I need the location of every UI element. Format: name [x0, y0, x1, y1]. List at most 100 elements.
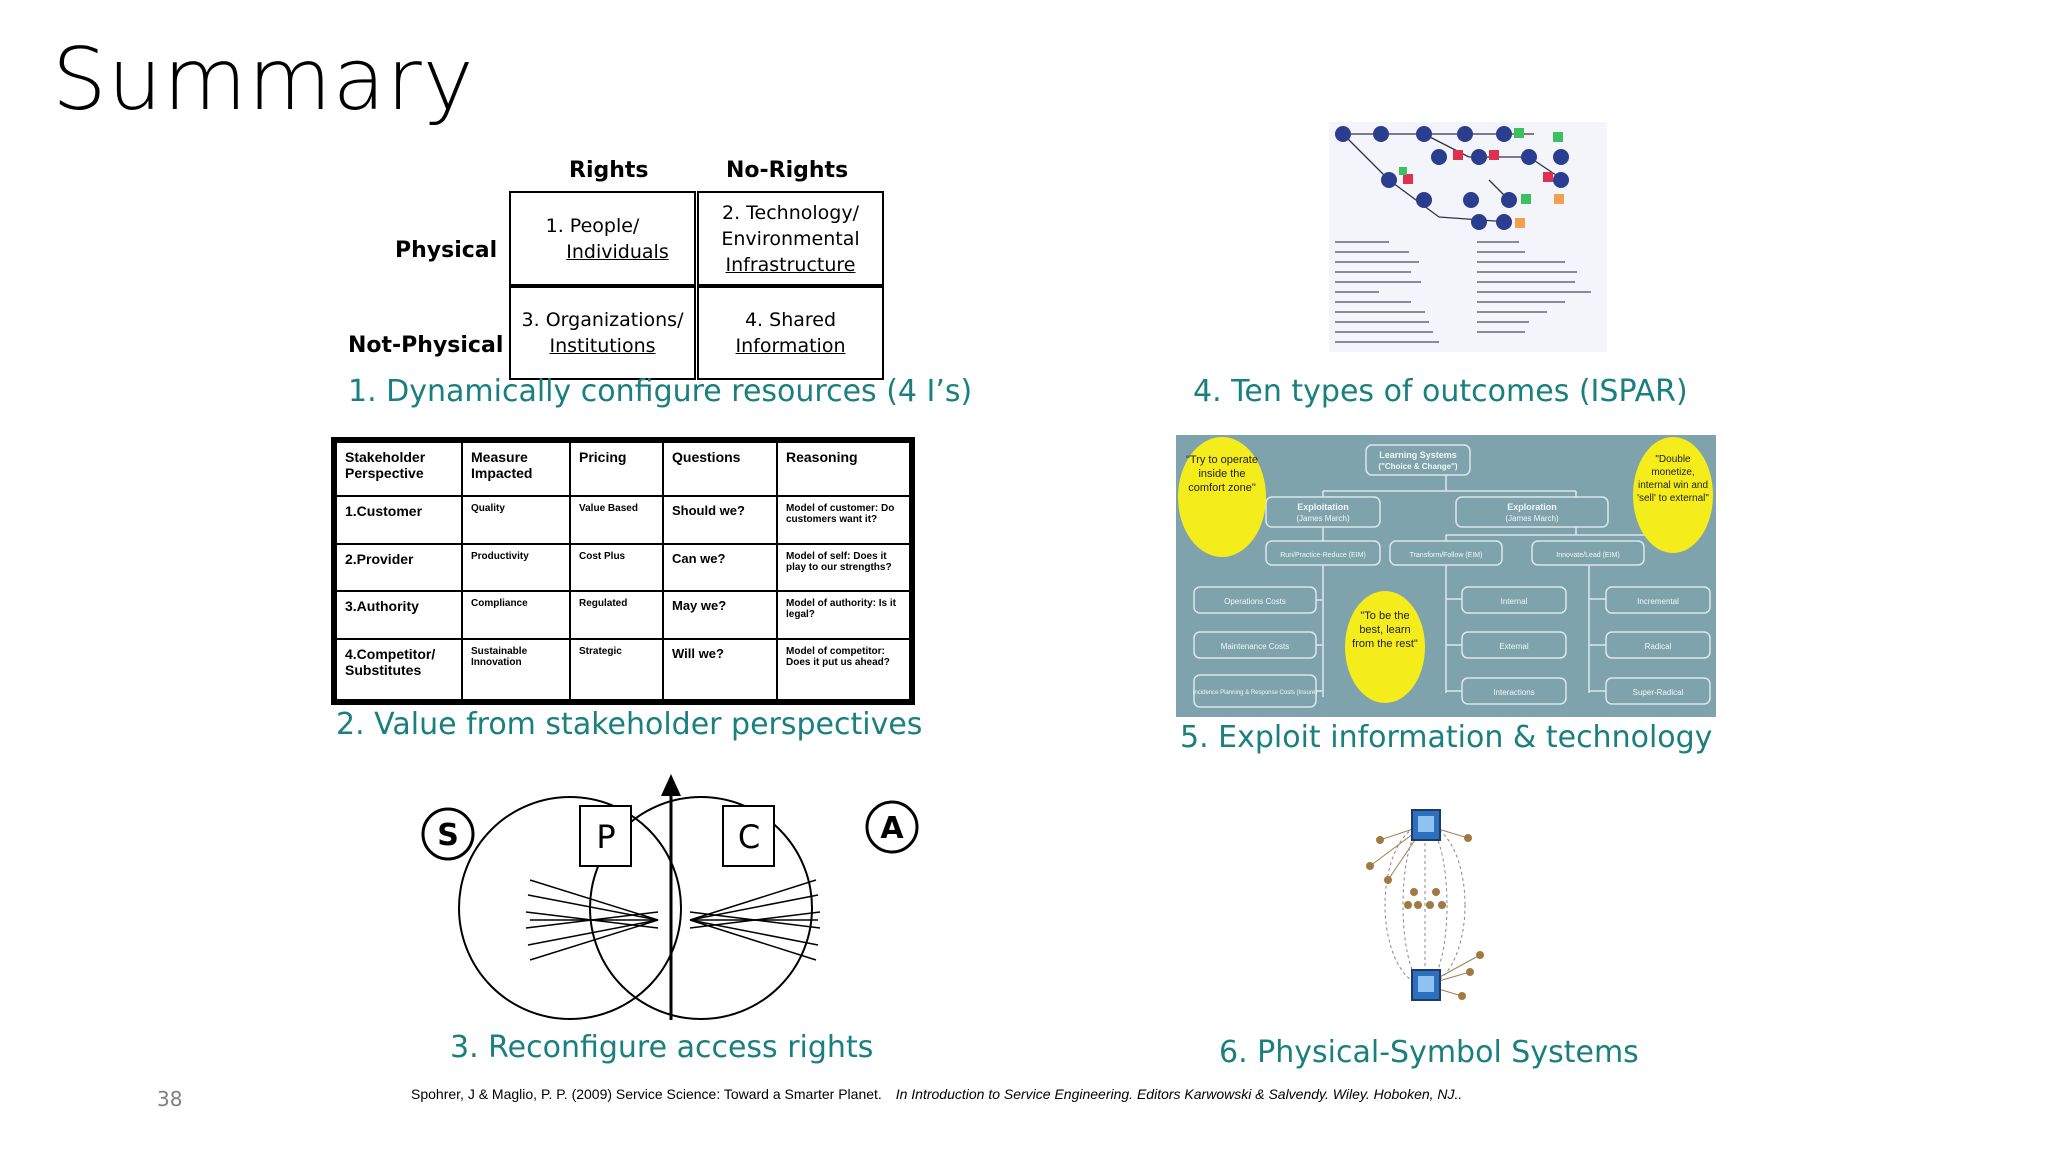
- table-cell: Can we?: [662, 542, 778, 593]
- table-cell: Value Based: [569, 495, 664, 545]
- citation-italic: In Introduction to Service Engineering. …: [895, 1086, 1463, 1102]
- access-rights-diagram: P C S A: [421, 774, 919, 1020]
- leaf-left: Incidence Planning & Response Costs (Ins…: [1193, 690, 1317, 696]
- table-row: 3.Authority Compliance Regulated May we?…: [335, 590, 911, 641]
- table-cell: May we?: [662, 590, 778, 641]
- learning-systems-diagram: Learning Systems ("Choice & Change") Exp…: [1176, 435, 1716, 717]
- table-header: Reasoning: [776, 441, 911, 497]
- node-exploration: Exploration: [1507, 502, 1557, 512]
- bubble-right: [1633, 437, 1713, 553]
- table-header: Stakeholder Perspective: [335, 441, 463, 497]
- page-number: 38: [157, 1087, 183, 1111]
- symbol-dots: [1366, 834, 1484, 1000]
- box-p-label: P: [596, 818, 615, 856]
- left-ray-fan: [525, 879, 659, 961]
- learning-tree-connectors: [1316, 475, 1687, 697]
- circle-right: [589, 796, 813, 1020]
- cell-line: 3. Organizations/: [521, 309, 684, 331]
- cell-line-underlined: Infrastructure: [725, 253, 856, 276]
- bubble-mid: [1345, 591, 1425, 703]
- box-c: [722, 805, 775, 867]
- leaf-mid: Internal: [1501, 597, 1528, 606]
- caption-6: 6. Physical-Symbol Systems: [1219, 1035, 1639, 1070]
- computer-top-screen: [1418, 816, 1434, 832]
- stakeholder-table: Stakeholder Perspective Measure Impacted…: [331, 437, 915, 705]
- table-cell: Quality: [461, 495, 571, 545]
- table-cell: Should we?: [662, 495, 778, 545]
- circle-s-label: S: [437, 818, 459, 853]
- symbol-links: [1384, 824, 1466, 986]
- table-cell: Compliance: [461, 590, 571, 641]
- table-header: Questions: [662, 441, 778, 497]
- cell-line: Environmental: [721, 227, 860, 250]
- node-run-practice: Run/Practice-Reduce (EIM): [1280, 552, 1366, 559]
- slide-title: Summary: [52, 30, 475, 130]
- table-cell: Sustainable Innovation: [461, 638, 571, 701]
- table-cell: Will we?: [662, 638, 778, 701]
- grid-cell-people: 1. People/ Individuals: [509, 191, 696, 286]
- cell-line: 4. Shared: [744, 309, 837, 331]
- grid-cell-technology: 2. Technology/ Environmental Infrastruct…: [697, 191, 884, 286]
- leaf-mid: External: [1499, 642, 1529, 651]
- leaf-right: Super-Radical: [1633, 688, 1684, 697]
- caption-3: 3. Reconfigure access rights: [450, 1030, 874, 1065]
- bubble-right-text-wrap: "Double monetize, internal win and 'sell…: [1637, 454, 1709, 504]
- leaf-right: Radical: [1645, 642, 1672, 651]
- circle-a: [865, 800, 919, 854]
- table-cell: Cost Plus: [569, 542, 664, 593]
- circle-left: [458, 796, 682, 1020]
- bubble-left-text-wrap: "Try to operate inside the comfort zone": [1186, 454, 1258, 494]
- cell-line: 2. Technology/: [722, 201, 859, 224]
- grid-cell-organizations: 3. Organizations/ Institutions: [509, 286, 696, 380]
- node-exploitation-sub: (James March): [1296, 514, 1350, 523]
- node-exploitation: Exploitation: [1297, 502, 1349, 512]
- citation-main: Spohrer, J & Maglio, P. P. (2009) Servic…: [411, 1086, 882, 1102]
- table-cell: 1.Customer: [335, 495, 463, 545]
- cell-line: 1. People/: [545, 214, 640, 237]
- table-cell: Model of authority: Is it legal?: [776, 590, 911, 641]
- leaf-left: Maintenance Costs: [1221, 642, 1289, 651]
- node-exploration-sub: (James March): [1505, 514, 1559, 523]
- caption-5: 5. Exploit information & technology: [1180, 720, 1713, 755]
- circle-a-label: A: [880, 811, 904, 846]
- axis-arrowhead: [661, 774, 681, 796]
- circle-s: [421, 807, 475, 861]
- learning-tree-labels: Learning Systems ("Choice & Change") Exp…: [1193, 450, 1684, 697]
- ispar-flags: [1399, 128, 1564, 228]
- table-cell: Regulated: [569, 590, 664, 641]
- cell-line-underlined: Individuals: [566, 240, 669, 263]
- citation: Spohrer, J & Maglio, P. P. (2009) Servic…: [411, 1086, 1462, 1102]
- node-root-sub: ("Choice & Change"): [1378, 462, 1457, 471]
- table-header: Pricing: [569, 441, 664, 497]
- grid-row-header-not-physical: Not-Physical: [348, 333, 504, 358]
- table-cell: Model of customer: Do customers want it?: [776, 495, 911, 545]
- ispar-outcome-tree: [1329, 122, 1607, 352]
- bubble-mid-text-wrap: "To be the best, learn from the rest": [1352, 610, 1418, 650]
- right-ray-fan: [689, 879, 821, 961]
- ispar-legend-lines: [1335, 241, 1591, 343]
- cell-line-underlined: Institutions: [549, 335, 656, 357]
- leaf-left: Operations Costs: [1224, 597, 1286, 606]
- box-p: [579, 805, 632, 867]
- table-cell: 2.Provider: [335, 542, 463, 593]
- node-root: Learning Systems: [1379, 450, 1457, 460]
- bubble-left: [1178, 437, 1266, 557]
- box-c-label: C: [738, 818, 760, 856]
- table-row: 2.Provider Productivity Cost Plus Can we…: [335, 542, 911, 593]
- caption-1: 1. Dynamically configure resources (4 I’…: [348, 374, 973, 409]
- grid-row-header-physical: Physical: [395, 238, 498, 263]
- computer-bottom-screen: [1418, 976, 1434, 992]
- ispar-nodes: [1335, 126, 1569, 230]
- leaf-right: Incremental: [1637, 597, 1679, 606]
- table-cell: Model of self: Does it play to our stren…: [776, 542, 911, 593]
- node-innovate-lead: Innovate/Lead (EIM): [1556, 552, 1619, 559]
- table-header: Measure Impacted: [461, 441, 571, 497]
- grid-cell-shared-information: 4. Shared Information: [697, 286, 884, 380]
- table-row: 1.Customer Quality Value Based Should we…: [335, 495, 911, 545]
- bubble-mid-text: "To be the best, learn from the rest": [1352, 610, 1418, 650]
- grid-col-header-rights: Rights: [569, 158, 649, 183]
- cell-line-underlined: Information: [735, 335, 846, 357]
- table-cell: 4.Competitor/ Substitutes: [335, 638, 463, 701]
- leaf-mid: Interactions: [1493, 688, 1534, 697]
- computer-bottom-icon: [1411, 969, 1441, 1001]
